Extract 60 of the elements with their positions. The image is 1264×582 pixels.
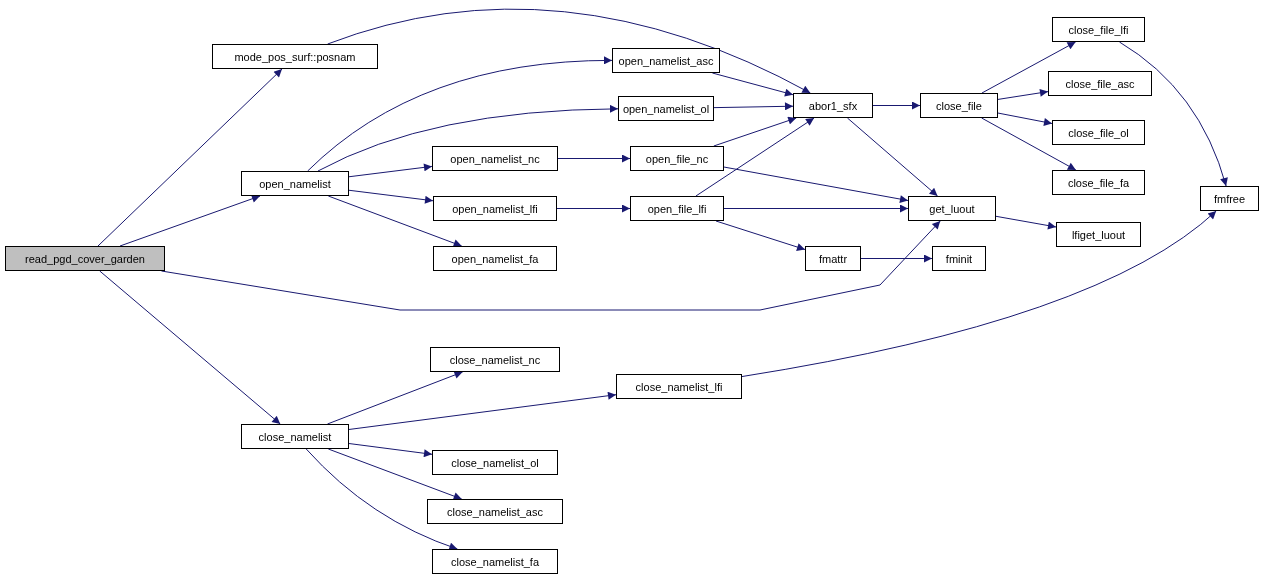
call-arrow xyxy=(327,8,811,94)
call-arrow xyxy=(557,154,631,163)
function-box: close_file_lfi xyxy=(1052,17,1145,42)
function-box: open_file_nc xyxy=(630,146,724,171)
call-arrow xyxy=(846,117,939,197)
call-arrow xyxy=(713,102,794,111)
call-arrow xyxy=(695,117,815,197)
function-box: close_namelist_fa xyxy=(432,549,558,574)
call-arrow xyxy=(305,448,458,551)
function-box: open_namelist_fa xyxy=(433,246,557,271)
call-arrow xyxy=(348,163,433,178)
call-arrow xyxy=(981,41,1077,94)
call-arrow xyxy=(1118,41,1228,187)
call-arrow xyxy=(348,391,617,430)
function-box: close_file_fa xyxy=(1052,170,1145,195)
function-box: open_namelist_asc xyxy=(612,48,720,73)
call-arrow xyxy=(997,88,1049,100)
call-arrow xyxy=(723,166,909,203)
call-arrow xyxy=(711,72,794,97)
call-arrow xyxy=(997,112,1053,126)
call-arrow xyxy=(860,254,933,263)
call-arrow xyxy=(119,194,261,247)
call-arrow xyxy=(326,371,464,425)
function-box: fmattr xyxy=(805,246,861,271)
function-box: close_file_ol xyxy=(1052,120,1145,145)
function-box: mode_pos_surf::posnam xyxy=(212,44,378,69)
function-box: open_namelist_ol xyxy=(618,96,714,121)
function-box: close_file_asc xyxy=(1048,71,1152,96)
call-arrow xyxy=(723,204,909,213)
function-box: fminit xyxy=(932,246,986,271)
call-arrow xyxy=(97,68,283,247)
call-arrow xyxy=(348,189,434,204)
highlighted-function-box: read_pgd_cover_garden xyxy=(5,246,165,271)
function-box: open_namelist_lfi xyxy=(433,196,557,221)
call-arrow xyxy=(327,195,463,247)
call-arrow xyxy=(327,448,463,500)
call-arrow xyxy=(99,270,281,425)
call-arrow xyxy=(995,215,1057,230)
call-arrow xyxy=(713,116,797,147)
call-arrow xyxy=(872,101,921,110)
call-arrow xyxy=(317,104,619,172)
function-box: close_namelist_asc xyxy=(427,499,563,524)
function-box: abor1_sfx xyxy=(793,93,873,118)
function-box: open_file_lfi xyxy=(630,196,724,221)
call-arrow xyxy=(981,117,1077,171)
call-arrow xyxy=(307,56,613,172)
function-box: get_luout xyxy=(908,196,996,221)
call-arrow xyxy=(348,443,433,458)
function-box: open_namelist xyxy=(241,171,349,196)
function-box: fmfree xyxy=(1200,186,1259,211)
function-box: open_namelist_nc xyxy=(432,146,558,171)
function-box: close_file xyxy=(920,93,998,118)
call-arrow xyxy=(556,204,631,213)
function-box: close_namelist_ol xyxy=(432,450,558,475)
function-box: close_namelist_lfi xyxy=(616,374,742,399)
call-arrow xyxy=(741,210,1217,378)
function-box: close_namelist xyxy=(241,424,349,449)
function-box: lfiget_luout xyxy=(1056,222,1141,247)
call-arrow xyxy=(715,220,806,251)
function-box: close_namelist_nc xyxy=(430,347,560,372)
